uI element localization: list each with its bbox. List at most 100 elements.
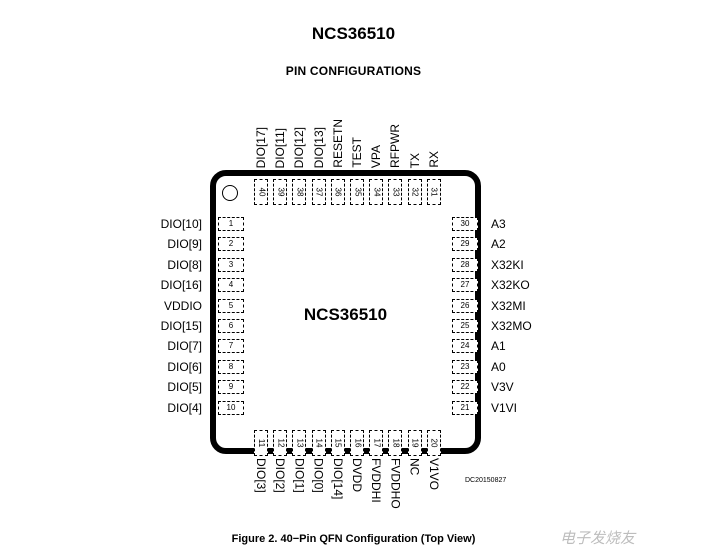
pin-pad-40: 40 xyxy=(254,179,268,205)
pin-number: 8 xyxy=(228,361,234,371)
pin-pad-5: 5 xyxy=(218,298,244,313)
pin-pad-31: 31 xyxy=(426,179,441,205)
pin-number: 18 xyxy=(391,438,401,448)
pin-pad-23: 23 xyxy=(452,359,478,374)
pin-label-29: A2 xyxy=(491,237,506,252)
pin-pad-11: 11 xyxy=(254,430,268,456)
pin-number: 31 xyxy=(429,187,439,197)
pin-label-15: DIO[14] xyxy=(330,458,345,500)
pin-label-16: DVDD xyxy=(350,458,364,493)
pin-label-5: VDDIO xyxy=(163,298,202,313)
pin-label-10: DIO[4] xyxy=(167,400,202,415)
pin-number: 11 xyxy=(257,438,266,448)
pin-label-17: FVDDHI xyxy=(369,458,384,503)
pin-pad-15: 15 xyxy=(330,430,345,456)
watermark: 电子发烧友 xyxy=(560,530,636,547)
pin-pad-12: 12 xyxy=(273,430,288,456)
pin-pad-8: 8 xyxy=(218,359,244,374)
pin-pad-18: 18 xyxy=(388,430,403,456)
pin-number: 5 xyxy=(228,300,234,310)
pin-pad-19: 19 xyxy=(407,430,422,456)
pin-label-11: DIO[3] xyxy=(254,458,268,493)
pin-pad-22: 22 xyxy=(452,380,478,395)
pin-pad-36: 36 xyxy=(330,179,345,205)
pin-number: 26 xyxy=(460,300,470,310)
pin-label-3: DIO[8] xyxy=(167,257,202,272)
pin-number: 3 xyxy=(228,259,234,269)
pin-number: 7 xyxy=(228,341,234,351)
pin-number: 13 xyxy=(295,438,305,448)
pin-pad-39: 39 xyxy=(273,179,288,205)
pin-number: 9 xyxy=(228,382,234,392)
pin-pad-25: 25 xyxy=(452,319,478,333)
section-heading: PIN CONFIGURATIONS xyxy=(285,64,422,78)
pin-label-14: DIO[0] xyxy=(311,458,326,493)
pin-pad-13: 13 xyxy=(292,430,307,456)
pin1-indicator-icon xyxy=(222,185,238,201)
pin-number: 23 xyxy=(460,361,470,371)
pin-number: 27 xyxy=(460,280,470,290)
pin-pad-28: 28 xyxy=(452,257,478,272)
pin-label-13: DIO[1] xyxy=(292,458,307,493)
pin-number: 16 xyxy=(353,438,362,448)
pin-number: 35 xyxy=(353,187,362,197)
pin-number: 12 xyxy=(276,438,286,448)
pin-number: 22 xyxy=(460,382,470,392)
pin-label-19: NC xyxy=(407,458,422,476)
pin-number: 17 xyxy=(372,438,382,448)
pin-pad-33: 33 xyxy=(388,179,403,205)
pin-label-22: V3V xyxy=(491,380,514,395)
pin-label-8: DIO[6] xyxy=(167,359,202,374)
pin-label-32: TX xyxy=(407,152,422,168)
pin-label-1: DIO[10] xyxy=(160,217,202,231)
pin-pad-10: 10 xyxy=(218,400,244,415)
pin-label-6: DIO[15] xyxy=(160,319,202,333)
pin-number: 4 xyxy=(228,280,234,290)
pin-pad-35: 35 xyxy=(350,179,364,205)
pin-number: 30 xyxy=(460,219,470,228)
pin-number: 1 xyxy=(228,219,234,228)
pin-label-36: RESETN xyxy=(330,119,345,168)
pin-number: 24 xyxy=(460,341,470,351)
chip-name-label: NCS36510 xyxy=(303,305,388,324)
pin-pad-26: 26 xyxy=(452,298,478,313)
pin-number: 29 xyxy=(460,239,470,249)
pin-label-26: X32MI xyxy=(491,298,526,313)
pin-number: 25 xyxy=(460,321,470,330)
pin-pad-9: 9 xyxy=(218,380,244,395)
pin-pad-1: 1 xyxy=(218,217,244,231)
pin-number: 2 xyxy=(228,239,234,249)
pin-pad-2: 2 xyxy=(218,237,244,252)
pin-label-31: RX xyxy=(426,151,441,168)
pin-pad-27: 27 xyxy=(452,278,478,293)
pin-pad-20: 20 xyxy=(426,430,441,456)
pin-pad-21: 21 xyxy=(452,400,478,415)
pin-pad-24: 24 xyxy=(452,339,478,354)
pin-number: 37 xyxy=(314,187,324,197)
pin-label-23: A0 xyxy=(491,359,506,374)
pin-label-21: V1VI xyxy=(491,400,518,415)
pin-label-30: A3 xyxy=(491,217,506,231)
pin-label-12: DIO[2] xyxy=(273,458,288,493)
pin-pad-16: 16 xyxy=(350,430,364,456)
pin-pad-38: 38 xyxy=(292,179,307,205)
pin-number: 15 xyxy=(333,438,343,448)
pin-pad-17: 17 xyxy=(369,430,384,456)
pin-pad-32: 32 xyxy=(407,179,422,205)
pin-number: 38 xyxy=(295,187,305,197)
date-code: DC20150827 xyxy=(465,477,507,484)
pin-label-9: DIO[5] xyxy=(167,380,202,395)
pin-number: 34 xyxy=(372,187,382,197)
qfn-package-body xyxy=(210,170,481,454)
pin-number: 19 xyxy=(410,438,420,448)
pin-label-24: A1 xyxy=(491,339,506,354)
pin-number: 14 xyxy=(314,438,324,448)
pin-number: 28 xyxy=(460,259,470,269)
pin-label-7: DIO[7] xyxy=(167,339,202,354)
pin-pad-14: 14 xyxy=(311,430,326,456)
pin-pad-30: 30 xyxy=(452,217,478,231)
pin-label-28: X32KI xyxy=(491,257,524,272)
pin-number: 33 xyxy=(391,187,401,197)
figure-caption: Figure 2. 40−Pin QFN Configuration (Top … xyxy=(231,533,476,545)
pin-label-25: X32MO xyxy=(491,319,532,333)
